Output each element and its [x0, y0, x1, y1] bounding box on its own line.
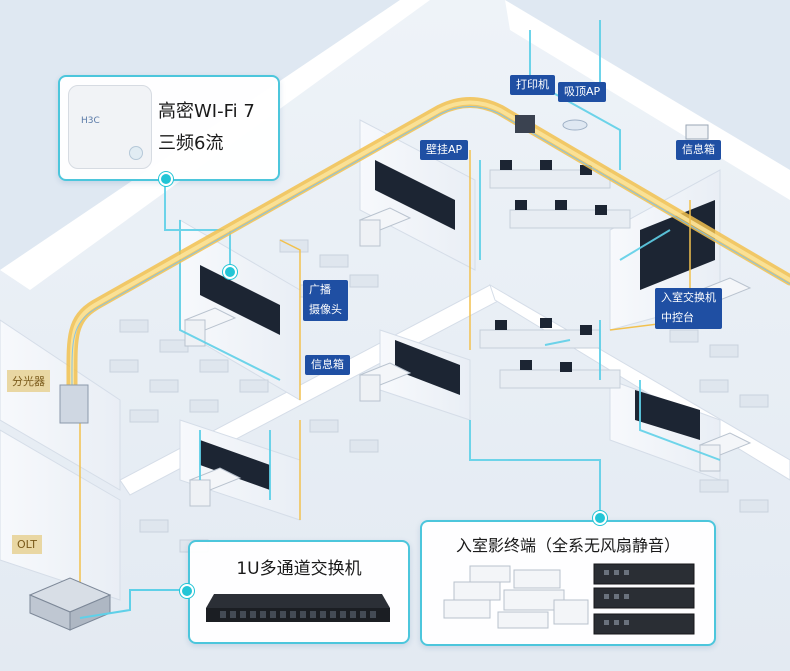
- display-screen: [200, 440, 270, 490]
- signal-icon: [129, 146, 143, 160]
- label-olt: OLT: [12, 535, 42, 554]
- fiber-bundle: [66, 97, 790, 391]
- olt-device: [28, 577, 112, 631]
- tag-room-switch-line1: 入室交换机: [661, 291, 716, 304]
- tag-info-box-2: 信息箱: [305, 355, 350, 376]
- wifi-ap-image: H3C: [68, 85, 152, 169]
- tag-broadcast: 广播 摄像头: [303, 280, 348, 321]
- network-cables: [164, 20, 721, 515]
- printer-device: [515, 115, 535, 133]
- info-box-device: [685, 124, 709, 140]
- terminal-card-title: 入室影终端（全系无风扇静音）: [455, 536, 680, 555]
- wifi-ap-card: H3C 高密WI-Fi 7 三频6流: [58, 75, 280, 181]
- display-screen: [635, 390, 700, 440]
- display-screen: [200, 265, 280, 335]
- tag-broadcast-line2: 摄像头: [309, 303, 342, 317]
- office-monitors: [495, 160, 607, 372]
- tag-ceiling-ap: 吸顶AP: [558, 82, 607, 103]
- switch-image: [206, 594, 390, 622]
- connector-dot: [159, 172, 173, 186]
- connector-dot: [593, 511, 607, 525]
- switch-card-title: 1U多通道交换机: [236, 559, 362, 579]
- switch-card: 1U多通道交换机: [188, 540, 410, 644]
- terminal-devices-image: [443, 563, 695, 635]
- tag-wall-ap: 壁挂AP: [420, 140, 469, 161]
- splitter-box: [59, 384, 89, 424]
- wifi-card-title-line1: 高密WI-Fi 7: [158, 101, 255, 122]
- olt-uplink: [79, 589, 185, 619]
- connector-dot: [223, 265, 237, 279]
- tag-room-switch-line2: 中控台: [661, 311, 694, 325]
- terminal-card: 入室影终端（全系无风扇静音）: [420, 520, 716, 646]
- tag-info-box-1: 信息箱: [676, 140, 721, 161]
- display-screen: [375, 160, 455, 230]
- desk-grid: [109, 239, 769, 553]
- wifi-card-title-line2: 三频6流: [158, 133, 224, 154]
- wifi-ap-brand: H3C: [81, 116, 100, 126]
- connector-dot: [180, 584, 194, 598]
- ceiling-ap-device: [562, 119, 588, 131]
- display-screen: [395, 340, 460, 395]
- label-splitter: 分光器: [7, 370, 50, 392]
- tag-printer: 打印机: [510, 75, 555, 96]
- tag-room-switch: 入室交换机 中控台: [655, 288, 722, 329]
- tag-broadcast-line1: 广播: [309, 283, 331, 296]
